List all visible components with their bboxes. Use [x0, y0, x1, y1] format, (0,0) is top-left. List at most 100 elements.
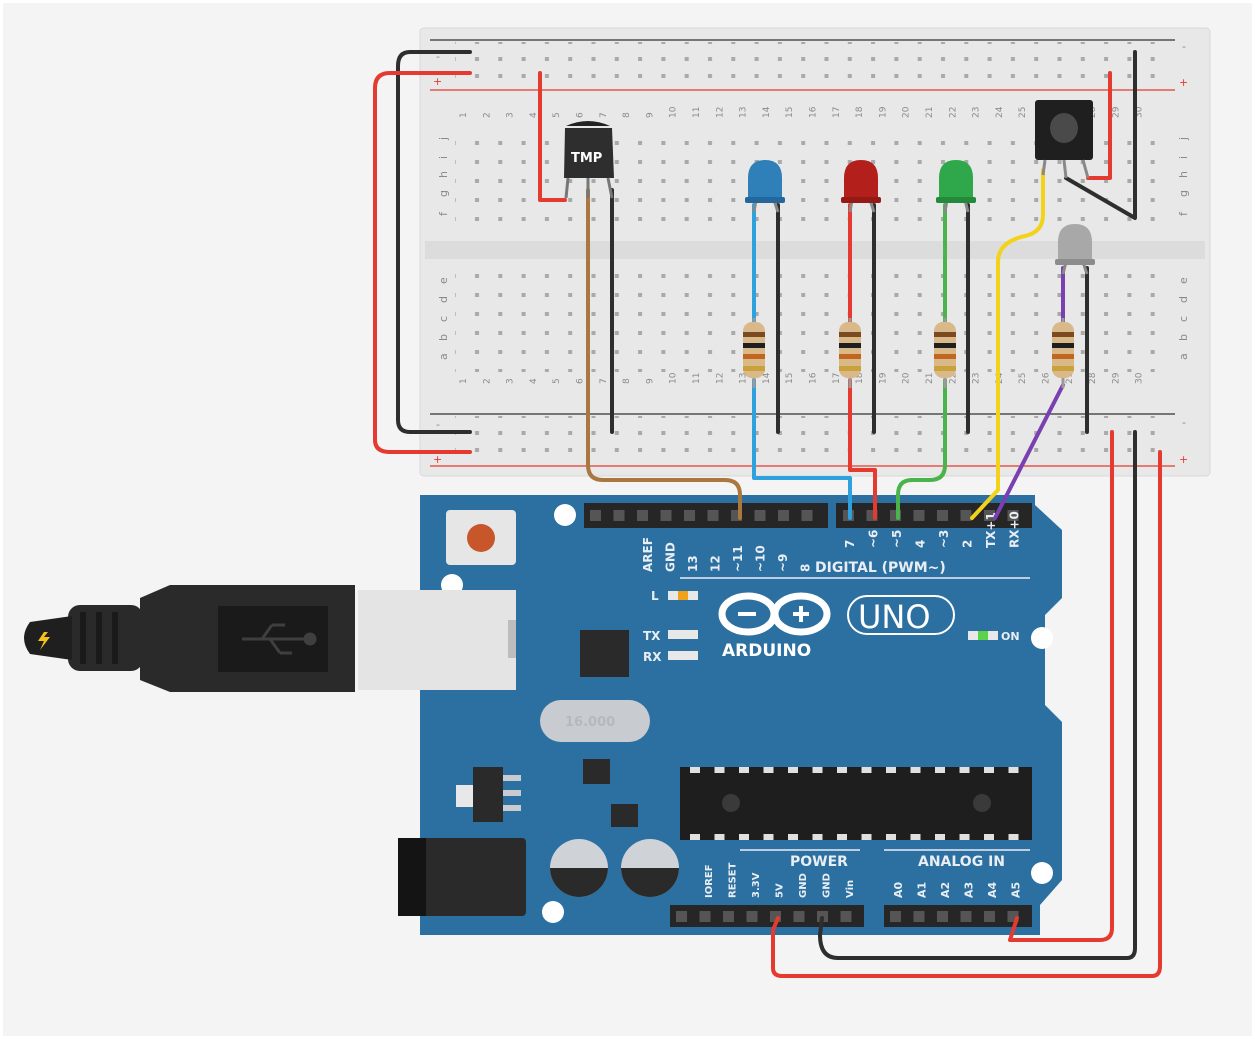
led-green[interactable]: [936, 160, 976, 213]
led-red[interactable]: [841, 160, 881, 213]
digital-pin-label: ~6: [867, 530, 881, 548]
header-hole: [699, 911, 711, 922]
mounting-hole: [1031, 862, 1053, 884]
column-number: 22: [948, 373, 958, 384]
lightning-icon: [38, 632, 50, 650]
wire-black-ir-gnd: [1064, 50, 1137, 220]
power-header: [670, 905, 864, 927]
rail-plus-bl: +: [433, 453, 442, 466]
header-holes: [590, 510, 1019, 521]
ir-leg: [1062, 159, 1068, 179]
chip-pin: [763, 767, 774, 773]
rail-minus-br: -: [1182, 416, 1186, 429]
header-hole: [801, 510, 813, 521]
power-pin-label: Vin: [845, 880, 856, 898]
column-number: 4: [529, 112, 539, 118]
led-dome: [1058, 224, 1092, 262]
chip-pin: [837, 767, 847, 773]
row-letter: i: [1177, 156, 1190, 159]
power-jack[interactable]: [398, 838, 526, 916]
led-blue[interactable]: [745, 160, 785, 213]
chip-pin: [861, 767, 872, 773]
chip-pin: [788, 767, 798, 773]
uno-label: UNO: [858, 598, 931, 636]
row-letter: f: [1177, 211, 1190, 216]
column-number: 11: [692, 373, 702, 384]
crystal-label: 16.000: [565, 715, 615, 730]
led-rim: [936, 197, 976, 203]
led-rim: [745, 197, 785, 203]
header-hole: [866, 510, 878, 521]
column-number: 23: [972, 373, 982, 384]
usb-cable[interactable]: [24, 585, 516, 692]
usb-plug-edge: [508, 620, 516, 658]
resistor[interactable]: [934, 318, 956, 388]
column-number: 14: [762, 106, 772, 118]
ir-leg: [1081, 159, 1090, 179]
power-pin-label: 5V: [775, 883, 786, 898]
resistor-band: [743, 354, 765, 359]
row-letter: b: [437, 334, 450, 341]
chip-pin: [886, 834, 896, 840]
resistor-band: [934, 354, 956, 359]
ir-receiver[interactable]: [1035, 100, 1093, 179]
row-letter: h: [1177, 171, 1190, 178]
column-number: 6: [576, 378, 586, 384]
column-number: 21: [925, 107, 935, 118]
led-l: [678, 591, 688, 600]
digital-pin-label: ~11: [731, 545, 745, 572]
column-number: 10: [669, 372, 679, 384]
header-hole: [746, 911, 758, 922]
temperature-sensor[interactable]: TMP: [564, 121, 614, 199]
wire-purple-pin1: [993, 383, 1065, 520]
header-hole: [890, 911, 901, 922]
chip-pin: [714, 767, 725, 773]
rail-minus-bl: -: [436, 418, 440, 431]
header-hole: [913, 510, 925, 521]
chip-pin: [1008, 767, 1019, 773]
header-hole: [778, 510, 789, 521]
bottom-terminal-holes: [455, 272, 1155, 372]
tmp-label: TMP: [571, 151, 602, 166]
header-hole: [723, 911, 734, 922]
wire-black-rail-link: [396, 50, 472, 434]
arduino-wordmark: ARDUINO: [722, 641, 811, 661]
header-hole: [984, 911, 995, 922]
chip-dot: [973, 794, 991, 812]
led-dome: [748, 160, 782, 200]
chip-pin: [1008, 834, 1019, 840]
resistor-band: [1052, 366, 1074, 371]
reset-button[interactable]: [467, 524, 495, 552]
row-letter: i: [437, 156, 450, 159]
header-hole: [793, 911, 805, 922]
resistor[interactable]: [743, 318, 765, 388]
column-number: 4: [529, 378, 539, 384]
column-number: 28: [1088, 372, 1098, 384]
rail-minus-tr: -: [1182, 40, 1186, 53]
chip-pin: [837, 834, 847, 840]
header-hole: [913, 911, 925, 922]
column-number: 22: [948, 107, 958, 118]
digital-pin-label: 12: [709, 555, 723, 572]
column-number: 9: [645, 378, 655, 384]
row-letter: a: [437, 353, 450, 360]
resistor-band: [839, 332, 861, 337]
column-number: 15: [785, 107, 795, 118]
led-gray[interactable]: [1055, 224, 1095, 275]
tmp-top: [566, 121, 610, 126]
resistor[interactable]: [839, 318, 861, 388]
on-led: [978, 631, 988, 640]
column-number: 10: [669, 106, 679, 118]
column-number: 3: [506, 378, 516, 384]
analog-pin-label: A3: [963, 882, 976, 898]
wire-red-a5: [1008, 430, 1114, 942]
wire-green-pin5: [896, 378, 947, 520]
chip-pin: [690, 767, 700, 773]
column-number: 16: [809, 106, 819, 118]
column-number: 1: [459, 112, 469, 118]
resistor[interactable]: [1052, 318, 1074, 388]
wire-blue-pin7: [752, 378, 852, 520]
